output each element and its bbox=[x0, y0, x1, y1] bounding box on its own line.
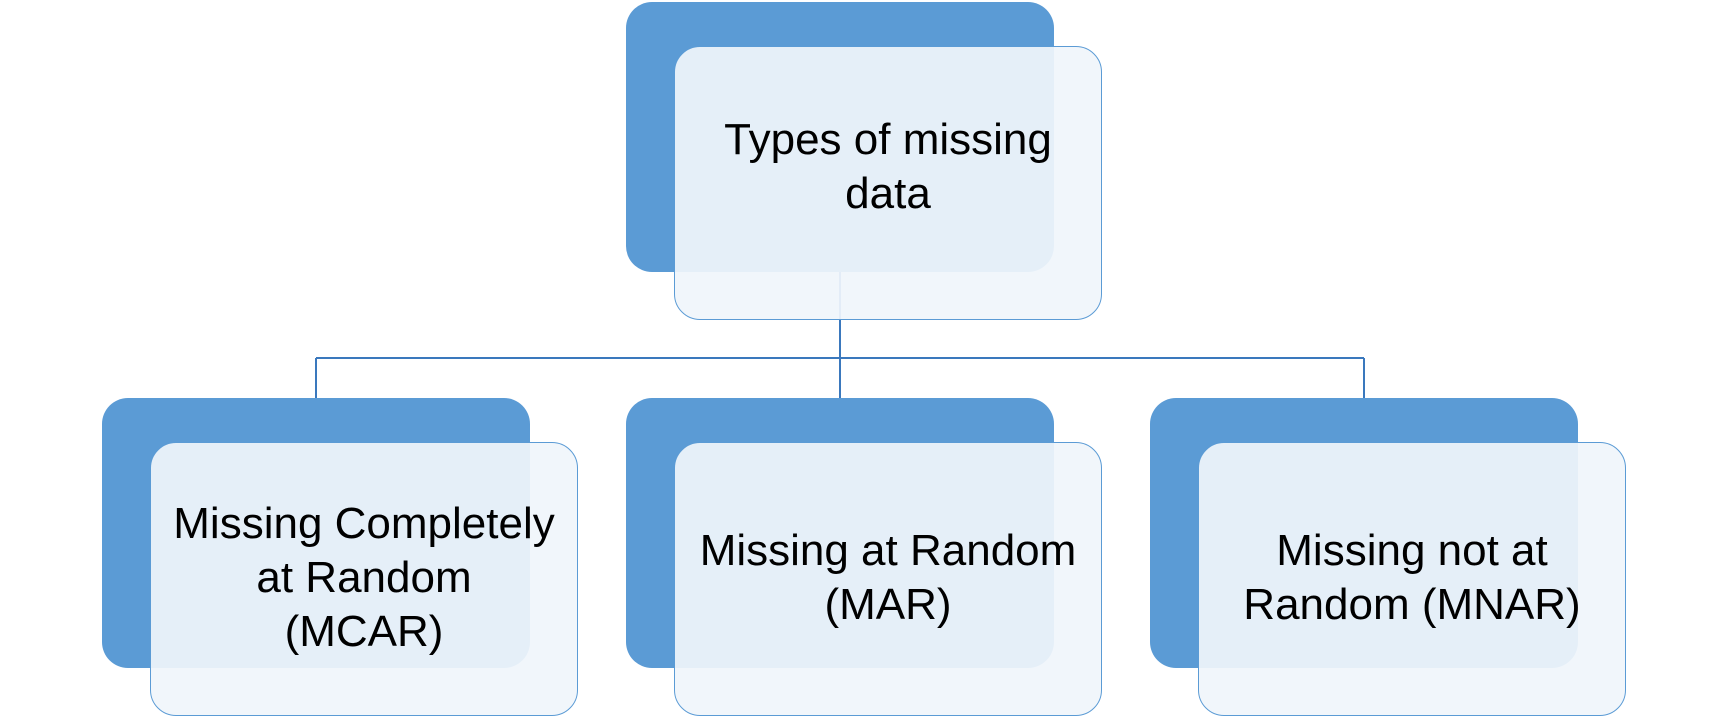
child-node-mcar: Missing Completely at Random (MCAR) bbox=[102, 398, 580, 716]
root-node: Types of missing data bbox=[626, 2, 1104, 320]
child-node-mar-front bbox=[674, 442, 1102, 716]
child-node-mcar-label: Missing Completely at Random (MCAR) bbox=[173, 499, 555, 656]
root-node-label: Types of missing data bbox=[724, 115, 1052, 218]
child-node-mar: Missing at Random (MAR) bbox=[626, 398, 1104, 716]
root-node-front bbox=[674, 46, 1102, 320]
child-node-mnar: Missing not at Random (MNAR) bbox=[1150, 398, 1628, 716]
child-node-mnar-label: Missing not at Random (MNAR) bbox=[1243, 526, 1581, 629]
child-node-mnar-front bbox=[1198, 442, 1626, 716]
child-node-mar-label: Missing at Random (MAR) bbox=[699, 526, 1077, 629]
child-node-mcar-front bbox=[150, 442, 578, 716]
